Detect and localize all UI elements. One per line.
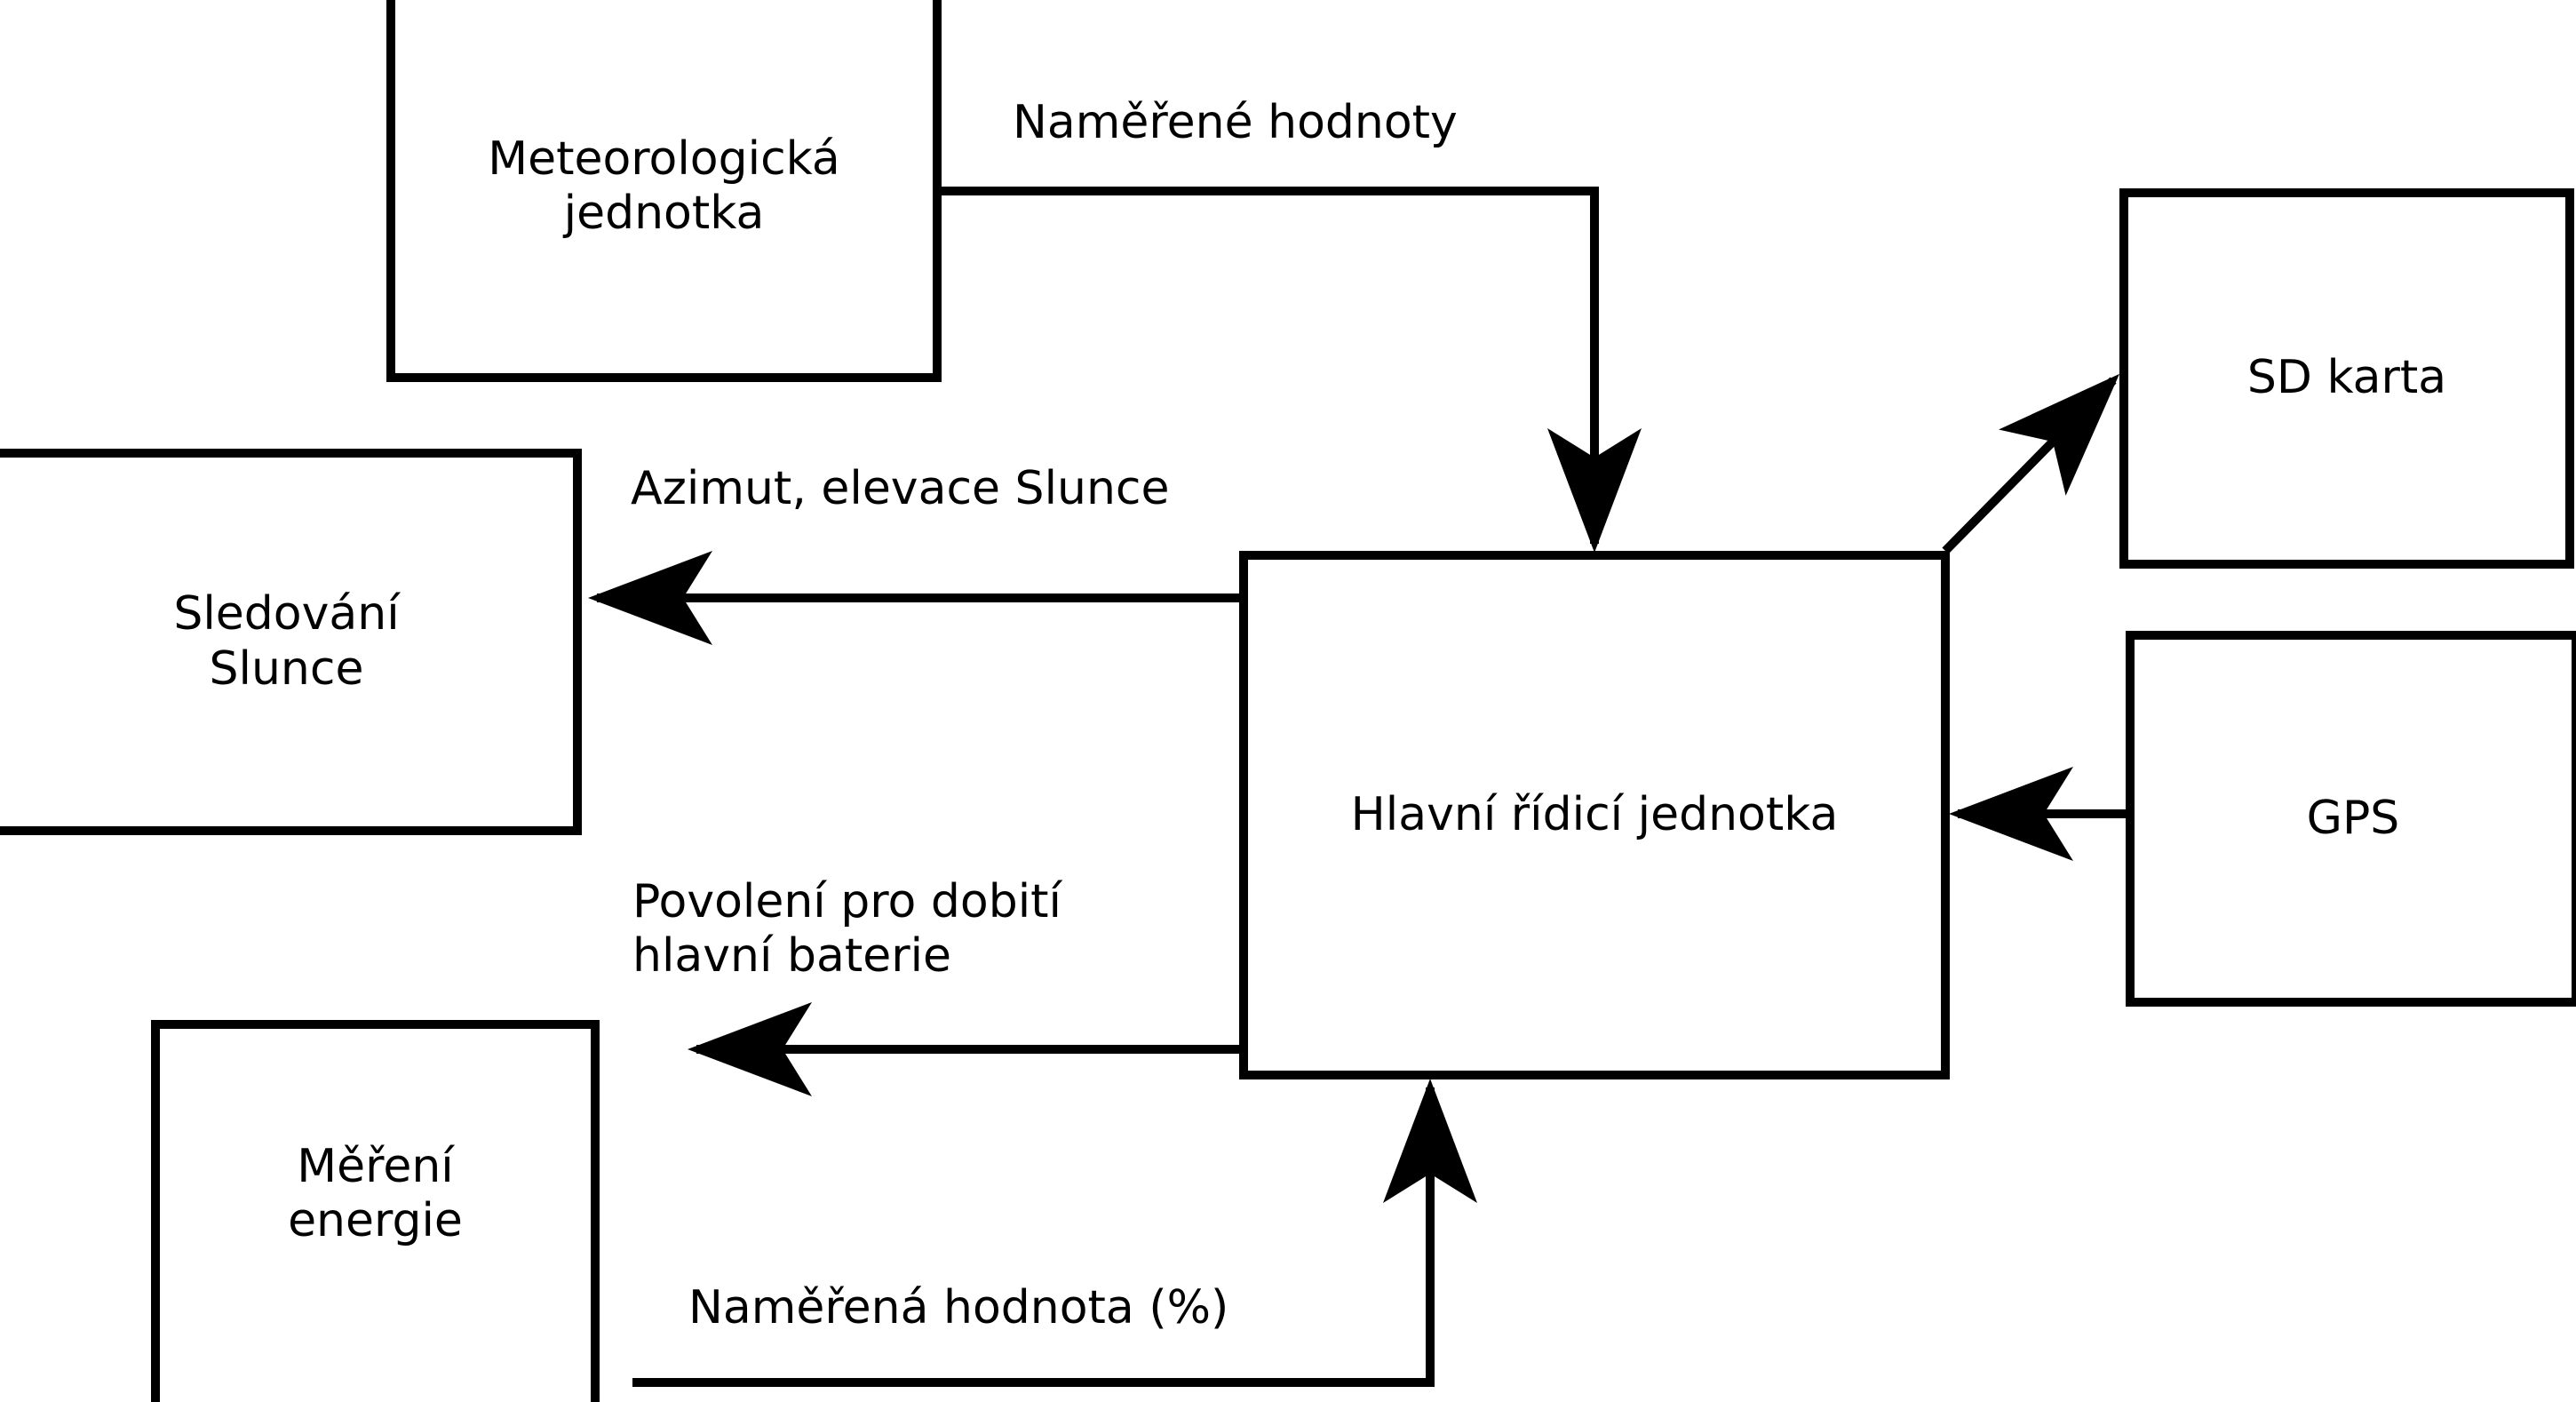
node-meteorologicka-jednotka[interactable]: Meteorologická jednotka	[386, 0, 942, 382]
node-sd-karta[interactable]: SD karta	[2119, 188, 2574, 569]
node-label-gps: GPS	[2306, 791, 2400, 845]
node-label-sd-karta: SD karta	[2246, 351, 2447, 405]
connector-meteo-to-main	[942, 187, 1642, 553]
edge-label-namerene-hodnoty: Naměřené hodnoty	[1013, 96, 1458, 149]
edge-label-azimut-elevace-slunce: Azimut, elevace Slunce	[631, 462, 1170, 515]
node-label-sledovani-slunce: Sledování Slunce	[173, 587, 400, 696]
edge-label-namerena-hodnota-procenta: Naměřená hodnota (%)	[688, 1281, 1229, 1334]
node-sledovani-slunce[interactable]: Sledování Slunce	[0, 449, 582, 835]
node-label-mereni-energie: Měření energie	[288, 1139, 463, 1247]
edge-label-povoleni-pro-dobiti-hlavni-baterie: Povolení pro dobití hlavní baterie	[632, 875, 1061, 984]
node-mereni-energie[interactable]: Měření energie	[151, 1020, 600, 1402]
node-hlavni-ridici-jednotka[interactable]: Hlavní řídicí jednotka	[1239, 551, 1950, 1079]
connector-energy-to-main	[632, 1079, 1477, 1387]
node-label-meteorologicka-jednotka: Meteorologická jednotka	[488, 131, 840, 240]
connector-main-to-sd	[1942, 373, 2120, 554]
node-label-hlavni-ridici-jednotka: Hlavní řídicí jednotka	[1350, 787, 1839, 841]
node-gps[interactable]: GPS	[2126, 631, 2576, 1007]
